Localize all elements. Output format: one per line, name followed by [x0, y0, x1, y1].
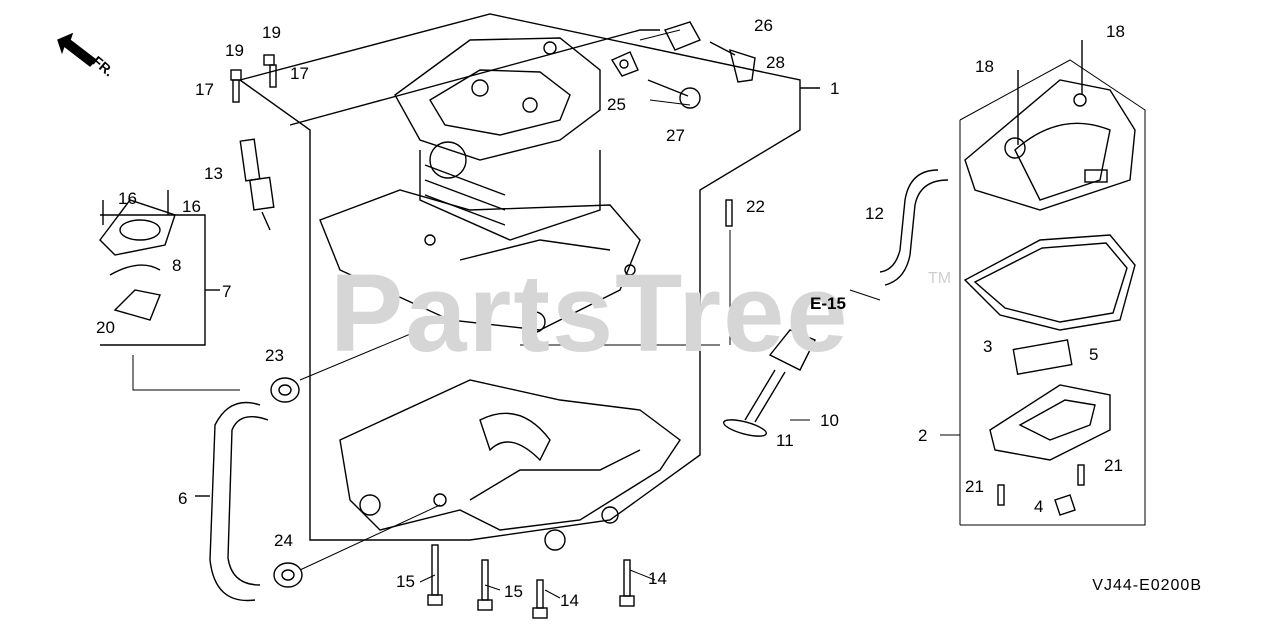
bolts-17-19-drawing [230, 54, 277, 103]
rocker-parts-drawing [610, 21, 756, 109]
callout-20[interactable]: 20 [96, 318, 115, 337]
callout-15b[interactable]: 15 [504, 582, 523, 601]
cylinder-block-group-outline [239, 13, 820, 541]
valve-cover-drawing [964, 79, 1136, 211]
callout-14a[interactable]: 14 [560, 591, 579, 610]
diagram-code: VJ44-E0200B [1092, 577, 1202, 594]
clamp-23-drawing [270, 377, 300, 403]
trademark-mark: TM [928, 270, 952, 287]
oil-dipstick-drawing [722, 329, 816, 437]
breather-base-drawing [989, 40, 1111, 516]
pin-22-drawing [725, 199, 733, 227]
callout-5[interactable]: 5 [1089, 345, 1099, 364]
callout-12[interactable]: 12 [865, 204, 884, 223]
gasket-drawing [963, 234, 1136, 331]
callout-18a[interactable]: 18 [975, 57, 994, 76]
callout-23[interactable]: 23 [265, 346, 284, 365]
front-direction-arrow-icon [57, 32, 98, 67]
callout-8[interactable]: 8 [172, 256, 182, 275]
callout-15a[interactable]: 15 [396, 572, 415, 591]
crankcase-upper-drawing [319, 189, 641, 333]
callout-26[interactable]: 26 [754, 16, 773, 35]
breather-group-drawing [99, 190, 220, 346]
callout-28[interactable]: 28 [766, 53, 785, 72]
callout-14b[interactable]: 14 [648, 569, 667, 588]
callout-3[interactable]: 3 [983, 337, 993, 356]
callout-6[interactable]: 6 [178, 489, 188, 508]
callout-24[interactable]: 24 [274, 531, 293, 550]
callout-7[interactable]: 7 [222, 282, 232, 301]
crankcase-lower-drawing [339, 379, 681, 551]
callout-16b[interactable]: 16 [182, 197, 201, 216]
callout-13[interactable]: 13 [204, 164, 223, 183]
callout-2[interactable]: 2 [918, 426, 928, 445]
breather-hose-drawing [195, 401, 269, 602]
callout-25[interactable]: 25 [607, 95, 626, 114]
callout-21a[interactable]: 21 [1104, 456, 1123, 475]
reference-label-e15[interactable]: E-15 [810, 294, 846, 313]
callout-18b[interactable]: 18 [1106, 22, 1125, 41]
callout-4[interactable]: 4 [1034, 497, 1044, 516]
callout-10[interactable]: 10 [820, 411, 839, 430]
block-5-drawing [1012, 339, 1073, 375]
leader-lines [132, 29, 1146, 599]
callout-16a[interactable]: 16 [118, 189, 137, 208]
callout-21b[interactable]: 21 [965, 477, 984, 496]
watermark: PartsTree [330, 252, 850, 375]
bolts-14-15-drawing [427, 544, 635, 619]
cylinder-head-drawing [394, 37, 601, 241]
callout-1[interactable]: 1 [830, 79, 840, 98]
callout-19a[interactable]: 19 [225, 41, 244, 60]
clamp-24-drawing [273, 562, 303, 588]
callout-27[interactable]: 27 [666, 126, 685, 145]
spark-plug-drawing [239, 138, 275, 231]
callout-17b[interactable]: 17 [290, 64, 309, 83]
callout-11[interactable]: 11 [776, 431, 794, 450]
hose-12-drawing [879, 169, 949, 286]
callout-17a[interactable]: 17 [195, 80, 214, 99]
callout-19b[interactable]: 19 [262, 23, 281, 42]
callout-22[interactable]: 22 [746, 197, 765, 216]
